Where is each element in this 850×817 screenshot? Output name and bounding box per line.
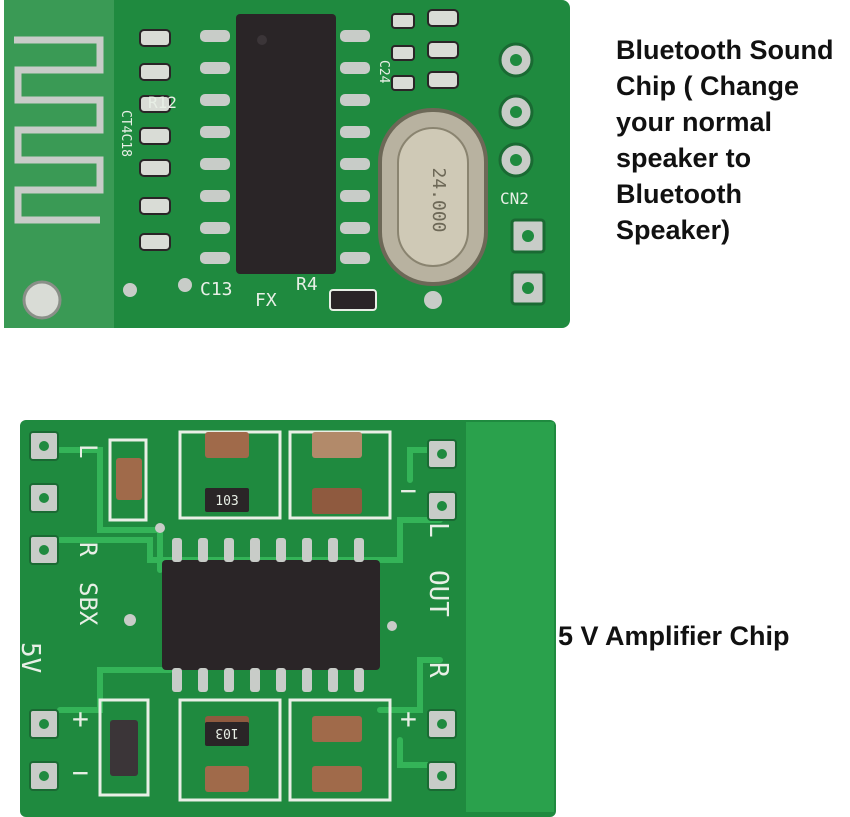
label-5v: 5V <box>15 642 45 673</box>
crystal-oscillator: 24.000 <box>378 108 488 286</box>
label-minus-left: − <box>72 756 89 789</box>
label-plus-left: + <box>72 702 89 735</box>
bluetooth-caption: Bluetooth Sound Chip ( Change your norma… <box>616 35 834 245</box>
label-plus-right: + <box>400 702 417 735</box>
label-c24: C24 <box>376 60 391 84</box>
resistor-r4 <box>329 289 377 311</box>
ic-pins <box>200 30 370 264</box>
smd-components-left <box>139 29 171 251</box>
copper-pour <box>466 422 554 812</box>
label-r12: R12 <box>148 93 177 112</box>
pcb-antenna <box>14 36 104 224</box>
resistor-103-top-label: 103 <box>215 494 238 509</box>
label-r4: R4 <box>296 274 318 295</box>
amplifier-ic <box>162 560 380 670</box>
label-left-input: L <box>74 444 102 458</box>
label-minus-right: − <box>400 474 417 507</box>
amplifier-module-board: 103 103 L R SBX 5V + − OUT L R + − <box>15 420 556 817</box>
label-cn2: CN2 <box>500 189 529 208</box>
resistor-103-bottom <box>205 722 249 746</box>
resistor-103-top <box>205 488 249 512</box>
header-pads <box>498 42 546 306</box>
bluetooth-module-board: 24.000 C13 FX R4 R12 CT4C18 C24 CN2 <box>4 0 570 328</box>
label-right-input: R <box>74 542 102 557</box>
crystal-marking: 24.000 <box>428 167 449 232</box>
label-out-left: L <box>423 522 453 538</box>
label-fx: FX <box>255 290 277 311</box>
amp-vias <box>124 523 397 631</box>
mounting-hole <box>22 280 62 320</box>
bluetooth-ic <box>236 14 336 274</box>
pcb-traces <box>57 447 443 768</box>
vias <box>123 278 442 309</box>
resistor-103-bottom-label: 103 <box>215 725 238 740</box>
label-c13: C13 <box>200 279 233 300</box>
label-c18: CT4C18 <box>118 110 133 157</box>
amplifier-ic-pins <box>172 538 364 692</box>
smd-capacitors <box>110 432 362 792</box>
component-outlines <box>98 430 392 802</box>
label-sbx: SBX <box>74 582 102 626</box>
amplifier-caption: 5 V Amplifier Chip <box>558 621 790 651</box>
antenna-area <box>4 0 114 328</box>
label-out-right: R <box>423 662 453 678</box>
smd-components-right <box>391 9 459 91</box>
label-out: OUT <box>423 570 453 617</box>
